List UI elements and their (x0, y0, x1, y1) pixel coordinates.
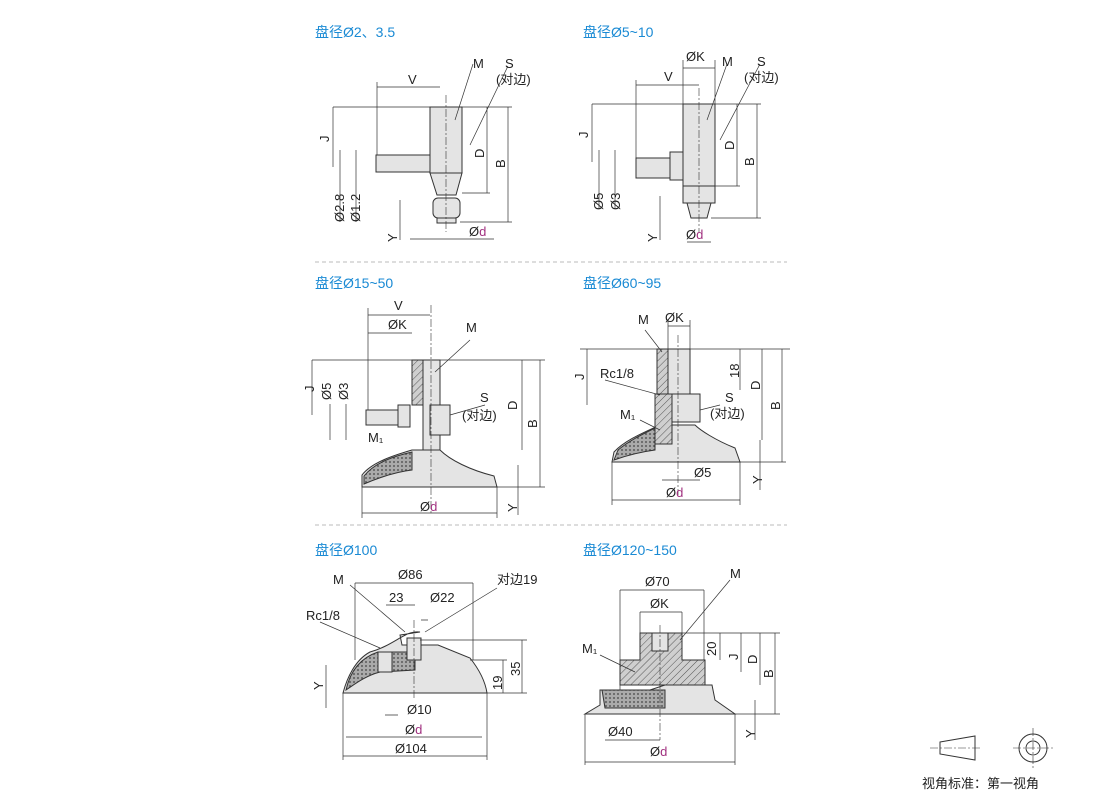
dim-m1: M₁ (620, 407, 636, 422)
dim-k: ØK (686, 49, 705, 64)
dim-dia-104: Ø104 (395, 741, 427, 756)
dim-d: D (722, 141, 737, 150)
dim-s-note: (对边) (710, 406, 745, 421)
dim-dia-5: Ø5 (319, 383, 334, 400)
dim-j: J (726, 654, 741, 661)
dim-m: M (722, 54, 733, 69)
dim-dia-86: Ø86 (398, 567, 423, 582)
dim-b: B (742, 157, 757, 166)
dim-b: B (493, 159, 508, 168)
drawing-dia-5-10: ØK V M S (对边) J D B Ø5 Ø3 Y Ød (576, 49, 779, 243)
dim-s: S (757, 54, 766, 69)
dim-s-note: (对边) (496, 72, 531, 87)
dim-m: M (730, 566, 741, 581)
dim-m: M (638, 312, 649, 327)
dim-dia-d: Ød (469, 224, 486, 239)
dim-dia-d: Ød (650, 744, 667, 759)
first-angle-projection-symbol (930, 728, 1053, 768)
dim-y: Y (743, 729, 758, 738)
dim-y: Y (505, 503, 520, 512)
dim-20: 20 (704, 642, 719, 656)
drawing-dia-2-3-5: V M S (对边) J D B Ø2.8 Ø1.2 Y Ød (317, 56, 531, 242)
dim-dia-2-8: Ø2.8 (332, 194, 347, 222)
dim-v: V (408, 72, 417, 87)
dim-d: D (745, 655, 760, 664)
projection-standard-label: 视角标准：第一视角 (922, 776, 1039, 791)
dim-18: 18 (727, 364, 742, 378)
dim-v: V (394, 298, 403, 313)
dim-y: Y (385, 233, 400, 242)
dim-m: M (466, 320, 477, 335)
drawing-dia-15-50: V ØK M J Ø5 Ø3 S (对边) D B M₁ Ød Y (302, 298, 545, 518)
dim-dia-3: Ø3 (336, 383, 351, 400)
dim-s: S (725, 390, 734, 405)
dim-dia-5: Ø5 (694, 465, 711, 480)
drawing-dia-100: M Ø86 对边19 23 Ø22 Rc1/8 35 19 Y Ø10 Ød Ø… (306, 567, 537, 760)
dim-dia-22: Ø22 (430, 590, 455, 605)
dim-k: ØK (650, 596, 669, 611)
dim-hex-19: 对边19 (497, 572, 537, 587)
dim-j: J (572, 374, 587, 381)
title-dia-100: 盘径Ø100 (315, 542, 377, 558)
dim-dia-d: Ød (420, 499, 437, 514)
dim-b: B (768, 401, 783, 410)
dim-23: 23 (389, 590, 403, 605)
title-dia-15-50: 盘径Ø15~50 (315, 275, 393, 291)
dim-m: M (473, 56, 484, 71)
dim-s-note: (对边) (462, 408, 497, 423)
dim-m1: M₁ (582, 641, 598, 656)
dim-y: Y (750, 475, 765, 484)
dim-d: D (748, 381, 763, 390)
title-dia-2-3-5: 盘径Ø2、3.5 (315, 24, 395, 40)
dim-d: D (472, 149, 487, 158)
dim-dia-5: Ø5 (591, 193, 606, 210)
title-dia-120-150: 盘径Ø120~150 (583, 542, 677, 558)
dim-j: J (302, 386, 317, 393)
dim-k: ØK (388, 317, 407, 332)
dim-rc: Rc1/8 (306, 608, 340, 623)
dim-dia-d: Ød (666, 485, 683, 500)
dim-s: S (505, 56, 514, 71)
dim-rc: Rc1/8 (600, 366, 634, 381)
dim-dia-40: Ø40 (608, 724, 633, 739)
dim-v: V (664, 69, 673, 84)
drawing-dia-60-95: M ØK J Rc1/8 18 D B S (对边) M₁ Ø5 Ød Y (572, 310, 790, 505)
title-dia-5-10: 盘径Ø5~10 (583, 24, 654, 40)
dim-j: J (576, 132, 591, 139)
title-dia-60-95: 盘径Ø60~95 (583, 275, 661, 291)
dim-d: D (505, 401, 520, 410)
dim-dia-10: Ø10 (407, 702, 432, 717)
dim-b: B (525, 419, 540, 428)
dim-y: Y (311, 681, 326, 690)
dim-35: 35 (508, 662, 523, 676)
dim-k: ØK (665, 310, 684, 325)
dim-dia-d: Ød (405, 722, 422, 737)
drawing-dia-120-150: Ø70 M ØK M₁ 20 J D B Y Ø40 Ød (582, 566, 780, 765)
dim-dia-70: Ø70 (645, 574, 670, 589)
dim-19: 19 (490, 676, 505, 690)
dim-b: B (761, 669, 776, 678)
dim-m: M (333, 572, 344, 587)
dim-s-note: (对边) (744, 70, 779, 85)
dim-s: S (480, 390, 489, 405)
dim-dia-d: Ød (686, 227, 703, 242)
dim-dia-1-2: Ø1.2 (348, 194, 363, 222)
dim-m1: M₁ (368, 430, 384, 445)
dim-y: Y (645, 233, 660, 242)
dim-j: J (317, 136, 332, 143)
dim-dia-3: Ø3 (608, 193, 623, 210)
